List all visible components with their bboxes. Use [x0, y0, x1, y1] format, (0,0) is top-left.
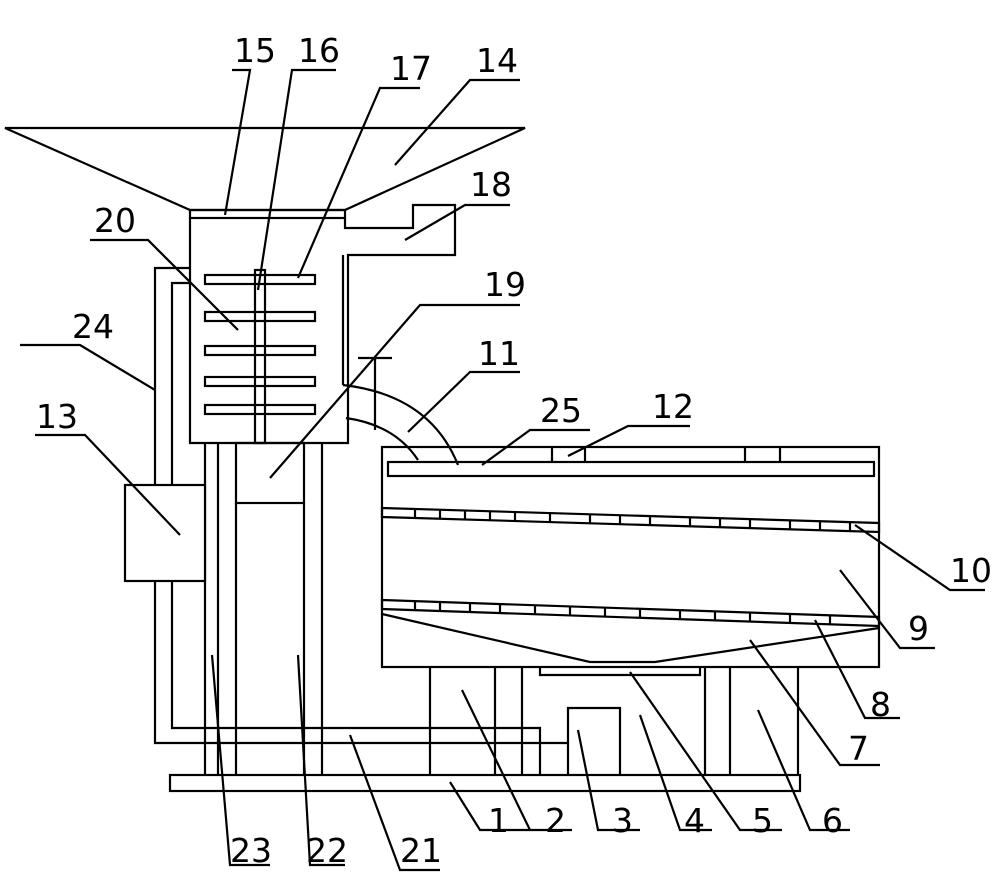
screening-box: [380, 445, 881, 669]
blade: [203, 344, 317, 357]
leader-15: [223, 68, 252, 216]
upper-screen-slats: [413, 509, 852, 531]
discharge-chute: [342, 383, 460, 466]
label-8: 8: [870, 685, 891, 724]
label-16: 16: [298, 31, 340, 70]
label-21: 21: [400, 831, 442, 870]
leader-2: [461, 689, 572, 832]
leader-17: [296, 86, 420, 279]
base-plate: [168, 773, 802, 793]
leader-25: [481, 428, 590, 466]
leader-22: [296, 654, 345, 867]
label-5: 5: [752, 801, 773, 840]
label-6: 6: [822, 801, 843, 840]
label-4: 4: [684, 801, 705, 840]
label-9: 9: [908, 609, 929, 648]
top-plate: [188, 208, 347, 220]
leader-5: [629, 671, 782, 832]
leader-3: [576, 729, 640, 832]
label-7: 7: [848, 729, 869, 768]
leader-11: [407, 370, 520, 433]
blade: [203, 375, 317, 388]
leader-16: [256, 68, 336, 291]
funnel-outlet: [538, 667, 702, 677]
leader-21: [348, 734, 440, 872]
label-2: 2: [545, 801, 566, 840]
leader-10: [854, 524, 985, 592]
label-24: 24: [72, 307, 114, 346]
leader-6: [756, 709, 850, 832]
label-3: 3: [612, 801, 633, 840]
discharge-chute-inner: [345, 416, 419, 461]
stirring-blades: [203, 273, 317, 416]
label-20: 20: [94, 201, 136, 240]
label-11: 11: [478, 334, 520, 373]
label-19: 19: [484, 265, 526, 304]
label-13: 13: [36, 397, 78, 436]
label-18: 18: [470, 165, 512, 204]
pipe-24-inner: [170, 281, 542, 775]
leader-19: [269, 303, 520, 479]
lower-screen-slats: [413, 601, 832, 624]
leader-12: [567, 424, 690, 457]
motor-3: [566, 706, 622, 775]
leader-1: [449, 781, 530, 832]
leader-24: [20, 343, 156, 391]
feed-tray: [386, 460, 876, 478]
hopper: [4, 126, 526, 212]
leader-7: [749, 639, 880, 767]
blade: [203, 403, 317, 416]
leader-20: [90, 238, 239, 331]
label-23: 23: [230, 831, 272, 870]
label-22: 22: [306, 831, 348, 870]
pump-box: [123, 483, 207, 583]
leader-9: [839, 569, 935, 650]
label-12: 12: [652, 387, 694, 426]
label-14: 14: [476, 41, 518, 80]
label-1: 1: [488, 801, 509, 840]
leader-13: [35, 433, 181, 536]
mixing-chamber: [188, 203, 457, 445]
leader-4: [638, 714, 712, 832]
collecting-funnel: [381, 612, 880, 664]
label-25: 25: [540, 391, 582, 430]
label-17: 17: [390, 49, 432, 88]
upper-screen: [380, 506, 881, 534]
label-15: 15: [234, 31, 276, 70]
leader-8: [814, 619, 900, 720]
lower-screen: [380, 598, 881, 628]
cylinder-19: [234, 441, 306, 505]
blade: [203, 310, 317, 323]
leader-lines: [20, 68, 985, 872]
leader-23: [210, 654, 270, 867]
leader-18: [404, 203, 510, 241]
label-10: 10: [950, 551, 992, 590]
leader-14: [394, 78, 520, 166]
stirring-shaft: [253, 268, 267, 445]
pipe-24-outer: [153, 266, 570, 775]
